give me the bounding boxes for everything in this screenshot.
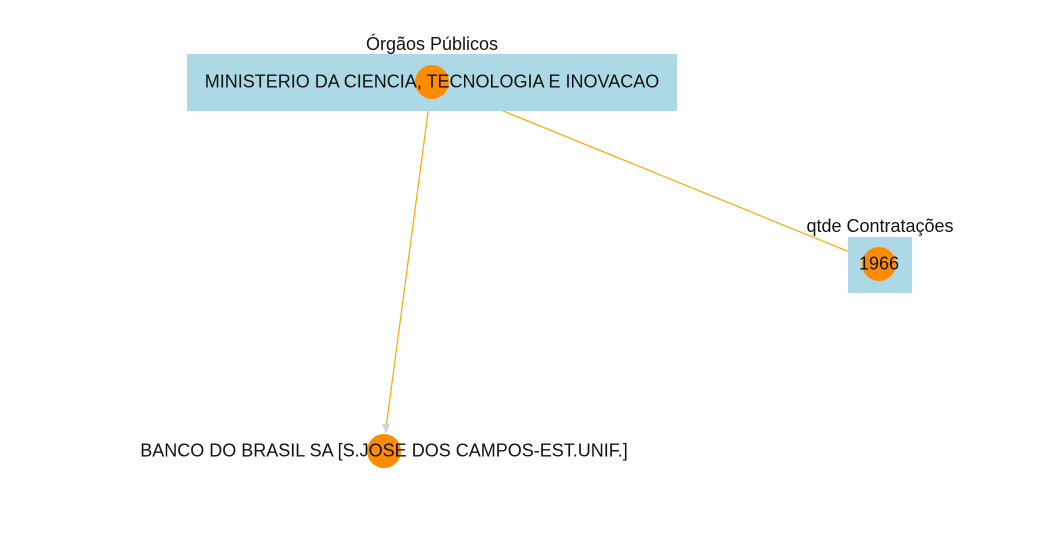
- node-orgao[interactable]: [415, 65, 449, 99]
- node-label-orgao: MINISTERIO DA CIENCIA, TECNOLOGIA E INOV…: [204, 71, 660, 92]
- edge-orgao-qtde: [431, 81, 880, 265]
- group-title-qtde: qtde Contratações: [806, 216, 954, 236]
- arrowhead-to-banco: [382, 424, 390, 434]
- node-banco[interactable]: [367, 434, 401, 468]
- group-title-orgaos: Órgãos Públicos: [365, 34, 499, 54]
- node-label-banco: BANCO DO BRASIL SA [S.JOSE DOS CAMPOS-ES…: [140, 440, 628, 461]
- node-qtde[interactable]: [862, 247, 896, 281]
- edge-orgao-banco: [385, 81, 433, 429]
- node-label-qtde: 1966: [858, 253, 900, 274]
